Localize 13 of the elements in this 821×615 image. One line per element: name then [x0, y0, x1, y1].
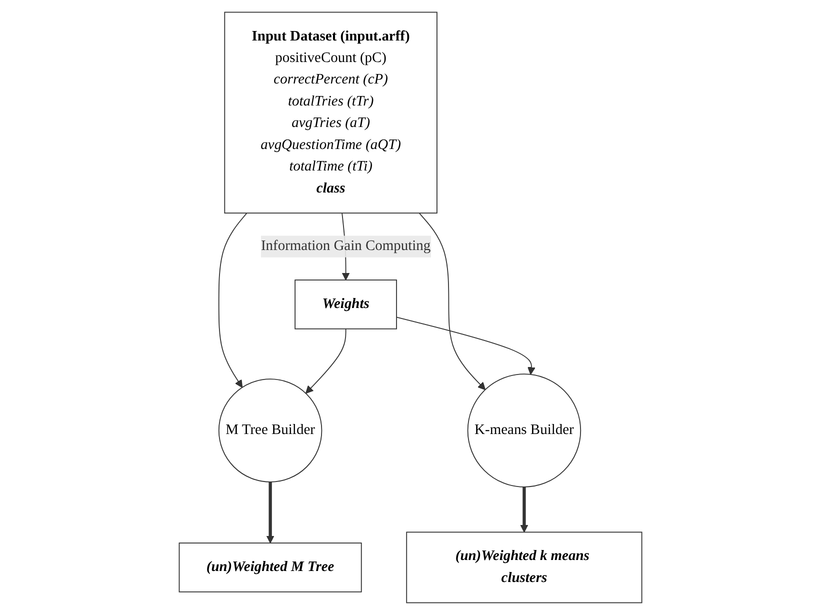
- arrow: [218, 212, 248, 388]
- node-box: Weights: [294, 280, 397, 330]
- node-circle: K-means Builder: [467, 374, 582, 488]
- arrow: [520, 486, 528, 533]
- arrow: [266, 482, 274, 544]
- node-box: (un)Weighted k means clusters: [406, 532, 642, 604]
- edge-label: Information Gain Computing: [260, 238, 431, 254]
- arrow: [305, 328, 346, 394]
- arrow: [396, 316, 536, 375]
- arrow: [418, 212, 486, 390]
- node-circle: M Tree Builder: [218, 378, 322, 482]
- node-box: (un)Weighted M Tree: [178, 542, 362, 592]
- node-box: Input Dataset (input.arff) positiveCount (pC) correctPercent (cP) totalTries (tTr) avgTries (aT) avgQuestionTime (aQT) totalTime (tTi) class: [224, 12, 438, 214]
